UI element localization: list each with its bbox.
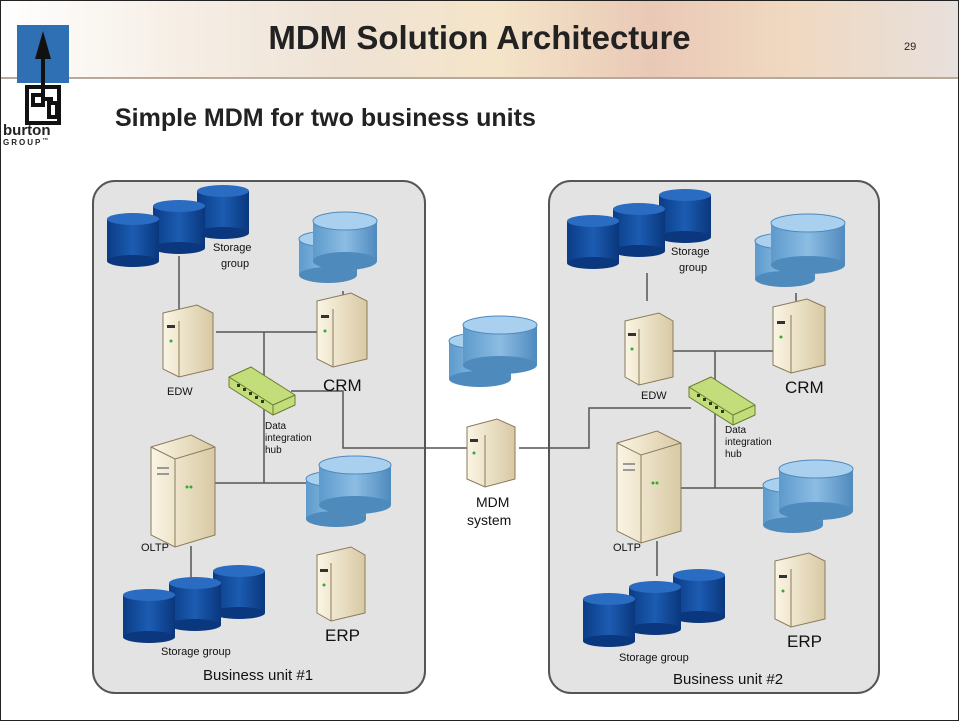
hub-label-1b: integration: [265, 433, 312, 444]
logo-wordmark: burton: [3, 122, 51, 139]
edw-server-1: [162, 304, 214, 378]
storage-group-top-1: [107, 185, 249, 267]
header-divider: [1, 77, 958, 79]
storage-cylinder: [153, 200, 205, 254]
edw-label-1: EDW: [167, 386, 193, 398]
slide-title: MDM Solution Architecture: [268, 19, 691, 56]
edw-label-2: EDW: [641, 390, 667, 402]
storage-group-top-2: [567, 189, 711, 269]
storage-top-label-1b: group: [221, 258, 249, 270]
storage-cylinder: [659, 189, 711, 243]
storage-top-label-1a: Storage: [213, 242, 252, 254]
mdm-label-b: system: [467, 512, 511, 528]
storage-group-bottom-2: [583, 569, 725, 647]
storage-cylinder: [583, 593, 635, 647]
page-number: 29: [904, 41, 917, 53]
mdm-server: [466, 418, 516, 488]
storage-group-bottom-1: [123, 565, 265, 643]
hub-label-2a: Data: [725, 425, 747, 436]
storage-bottom-label-1: Storage group: [161, 646, 231, 658]
storage-cylinder: [629, 581, 681, 635]
storage-cylinder: [197, 185, 249, 239]
slide-subtitle: Simple MDM for two business units: [115, 104, 536, 132]
data-integration-hub-2: [688, 376, 756, 426]
storage-cylinder: [613, 203, 665, 257]
storage-top-label-2a: Storage: [671, 246, 710, 258]
logo-icon: [17, 25, 69, 125]
storage-top-label-2b: group: [679, 262, 707, 274]
business-unit-1-caption: Business unit #1: [203, 667, 313, 684]
crm-database-2: [754, 213, 846, 287]
connection-lines: [178, 256, 797, 581]
crm-label-1: CRM: [323, 376, 362, 395]
mdm-database: [448, 315, 538, 387]
header-band: [1, 1, 958, 79]
storage-cylinder: [169, 577, 221, 631]
storage-cylinder: [673, 569, 725, 623]
oltp-label-1: OLTP: [141, 542, 169, 554]
logo-sub-label: GROUP: [3, 138, 43, 147]
oltp-server-2: [616, 430, 682, 544]
mdm-label-a: MDM: [476, 494, 509, 510]
edw-server-2: [624, 312, 674, 386]
oltp-server-1: [150, 434, 216, 548]
hub-label-1c: hub: [265, 445, 282, 456]
logo-subtext: GROUP™: [3, 138, 50, 147]
erp-database-1: [305, 455, 392, 527]
erp-database-2: [762, 459, 854, 533]
data-integration-hub-1: [228, 366, 296, 416]
erp-server-1: [316, 546, 366, 622]
business-unit-2-caption: Business unit #2: [673, 671, 783, 688]
oltp-label-2: OLTP: [613, 542, 641, 554]
crm-server-1: [316, 292, 368, 368]
storage-bottom-label-2: Storage group: [619, 652, 689, 664]
hub-label-2c: hub: [725, 449, 742, 460]
crm-server-2: [772, 298, 826, 374]
storage-cylinder: [567, 215, 619, 269]
crm-database-1: [298, 211, 378, 283]
storage-cylinder: [213, 565, 265, 619]
logo-tm: ™: [42, 138, 51, 144]
hub-label-2b: integration: [725, 437, 772, 448]
erp-server-2: [774, 552, 826, 628]
crm-label-2: CRM: [785, 378, 824, 397]
storage-cylinder: [107, 213, 159, 267]
burton-group-logo: [17, 25, 69, 129]
erp-label-1: ERP: [325, 626, 360, 645]
erp-label-2: ERP: [787, 632, 822, 651]
hub-label-1a: Data: [265, 421, 287, 432]
storage-cylinder: [123, 589, 175, 643]
